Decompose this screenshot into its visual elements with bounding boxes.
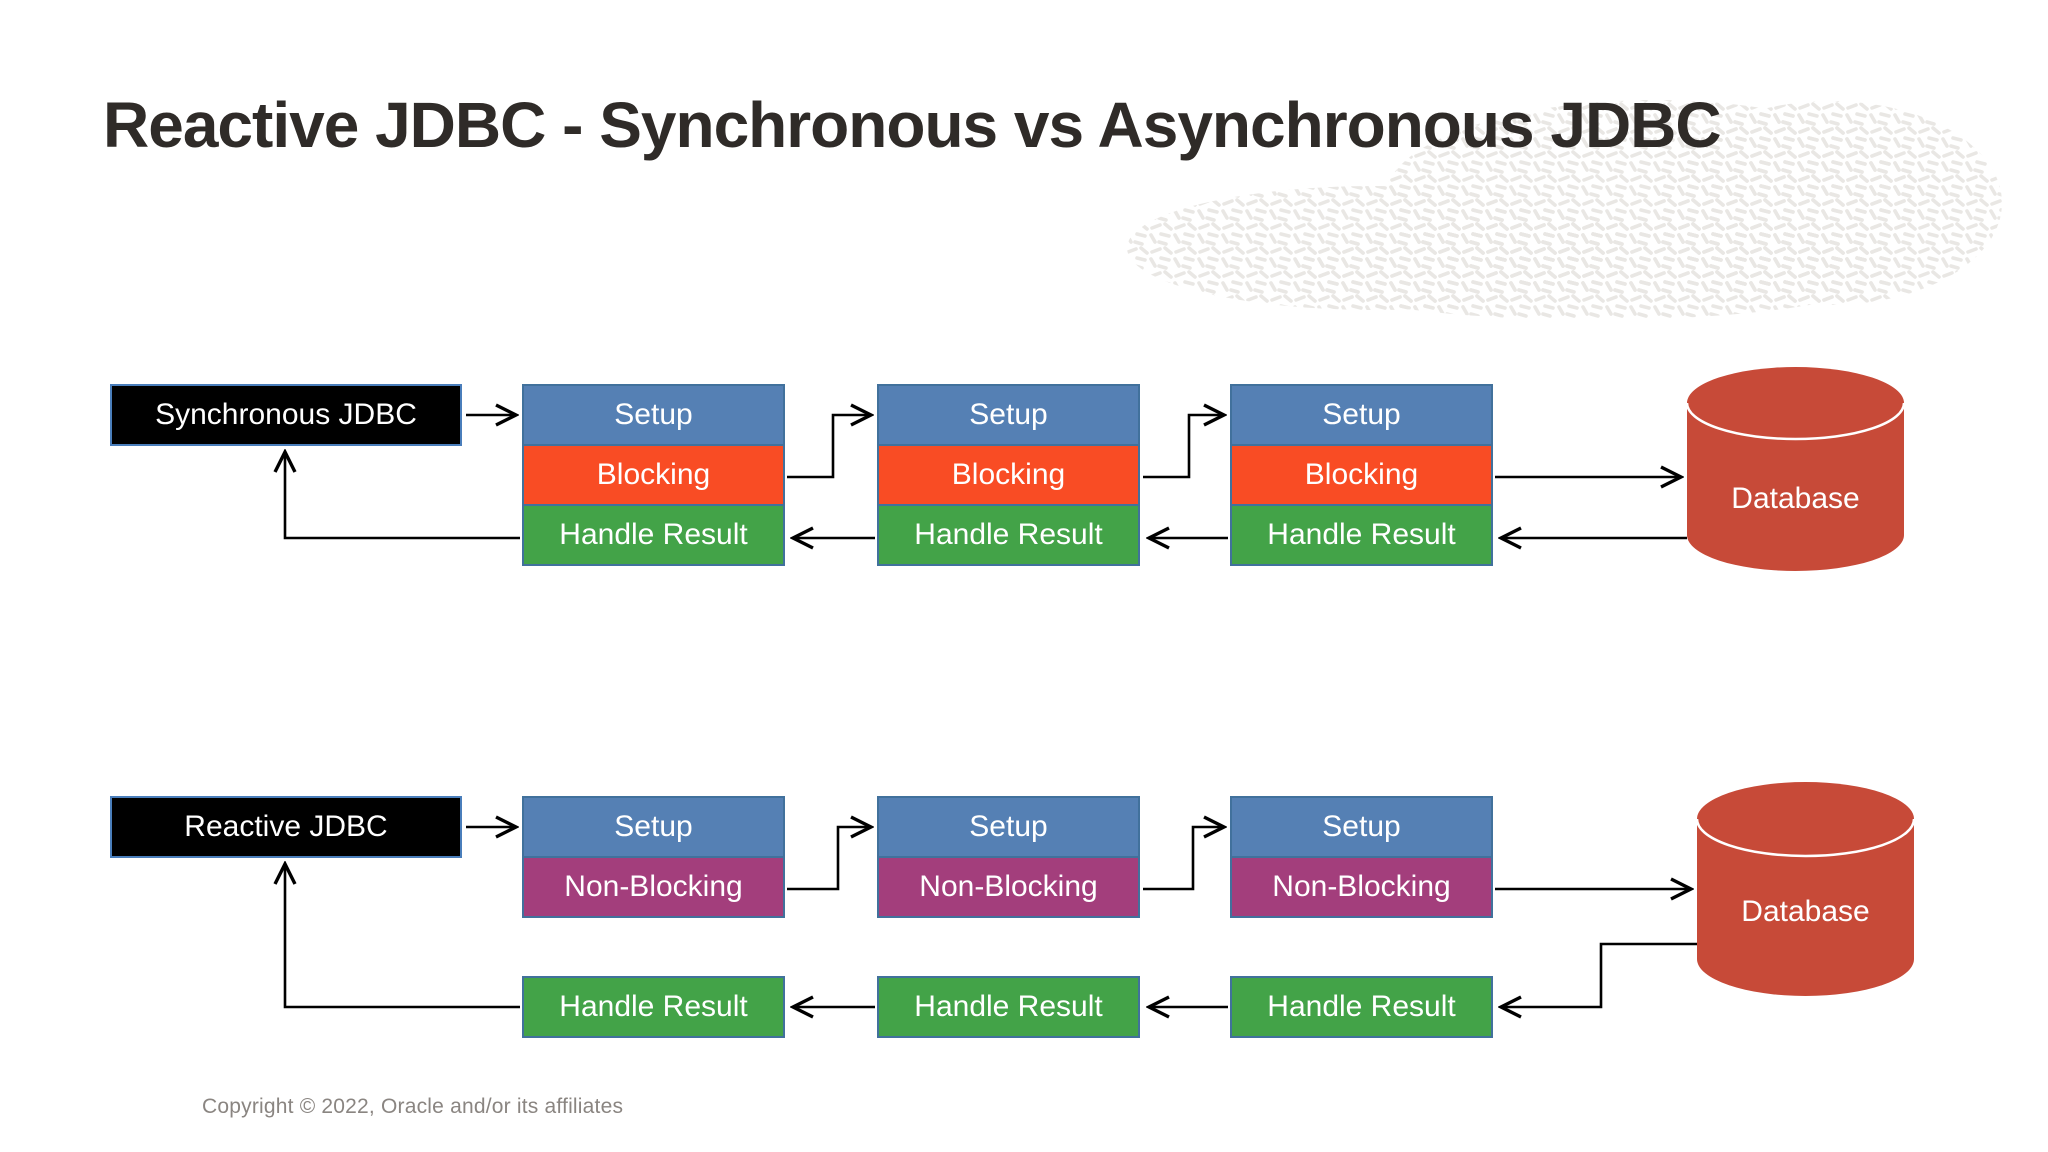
arrow-sync-stage1-to-stage2 bbox=[787, 415, 871, 479]
arrow-sync-stage2-to-stage3 bbox=[1143, 415, 1224, 479]
reactive-stage2-handle: Handle Result bbox=[877, 976, 1140, 1038]
sync-database-cylinder-icon bbox=[1687, 367, 1904, 571]
reactive-database-cylinder-icon bbox=[1697, 782, 1914, 996]
slide-title: Reactive JDBC - Synchronous vs Asynchron… bbox=[103, 89, 1722, 161]
reactive-jdbc-label-box: Reactive JDBC bbox=[110, 796, 462, 858]
sync-stage-3: Setup Blocking Handle Result bbox=[1230, 384, 1493, 566]
reactive-stage3-handle: Handle Result bbox=[1230, 976, 1493, 1038]
sync-jdbc-label: Synchronous JDBC bbox=[155, 398, 417, 431]
reactive-database-label: Database bbox=[1741, 895, 1870, 928]
sync-stage-2: Setup Blocking Handle Result bbox=[877, 384, 1140, 566]
reactive-stage2-non-blocking: Non-Blocking bbox=[877, 856, 1140, 918]
sync-stage3-handle: Handle Result bbox=[1230, 504, 1493, 566]
reactive-stage1-setup: Setup bbox=[522, 796, 785, 858]
sync-stage3-setup: Setup bbox=[1230, 384, 1493, 446]
arrow-sync-handle1-to-label bbox=[285, 452, 520, 540]
reactive-stage3-non-blocking: Non-Blocking bbox=[1230, 856, 1493, 918]
arrow-reactive-handle1-to-label bbox=[285, 864, 520, 1009]
reactive-stage-1: Setup Non-Blocking bbox=[522, 796, 785, 918]
reactive-stage1-non-blocking: Non-Blocking bbox=[522, 856, 785, 918]
reactive-stage3-setup: Setup bbox=[1230, 796, 1493, 858]
sync-stage1-handle: Handle Result bbox=[522, 504, 785, 566]
arrow-reactive-stage1-to-stage2 bbox=[787, 827, 871, 891]
sync-stage-1: Setup Blocking Handle Result bbox=[522, 384, 785, 566]
reactive-stage2-setup: Setup bbox=[877, 796, 1140, 858]
sync-database-label: Database bbox=[1731, 482, 1860, 515]
reactive-stage-3: Setup Non-Blocking bbox=[1230, 796, 1493, 918]
sync-jdbc-label-box: Synchronous JDBC bbox=[110, 384, 462, 446]
sync-stage1-blocking: Blocking bbox=[522, 444, 785, 506]
copyright-text: Copyright © 2022, Oracle and/or its affi… bbox=[202, 1095, 624, 1118]
reactive-jdbc-label: Reactive JDBC bbox=[184, 810, 388, 843]
sync-stage1-setup: Setup bbox=[522, 384, 785, 446]
arrow-reactive-stage2-to-stage3 bbox=[1143, 827, 1224, 891]
reactive-stage-2: Setup Non-Blocking bbox=[877, 796, 1140, 918]
sync-stage2-setup: Setup bbox=[877, 384, 1140, 446]
reactive-stage1-handle: Handle Result bbox=[522, 976, 785, 1038]
sync-stage2-handle: Handle Result bbox=[877, 504, 1140, 566]
reactive-handle-1-box: Handle Result bbox=[522, 976, 785, 1038]
reactive-handle-3-box: Handle Result bbox=[1230, 976, 1493, 1038]
fingerprint-texture-decoration bbox=[1127, 100, 2002, 318]
arrow-reactive-database-to-handle3 bbox=[1501, 942, 1697, 1007]
sync-stage2-blocking: Blocking bbox=[877, 444, 1140, 506]
sync-stage3-blocking: Blocking bbox=[1230, 444, 1493, 506]
reactive-handle-2-box: Handle Result bbox=[877, 976, 1140, 1038]
